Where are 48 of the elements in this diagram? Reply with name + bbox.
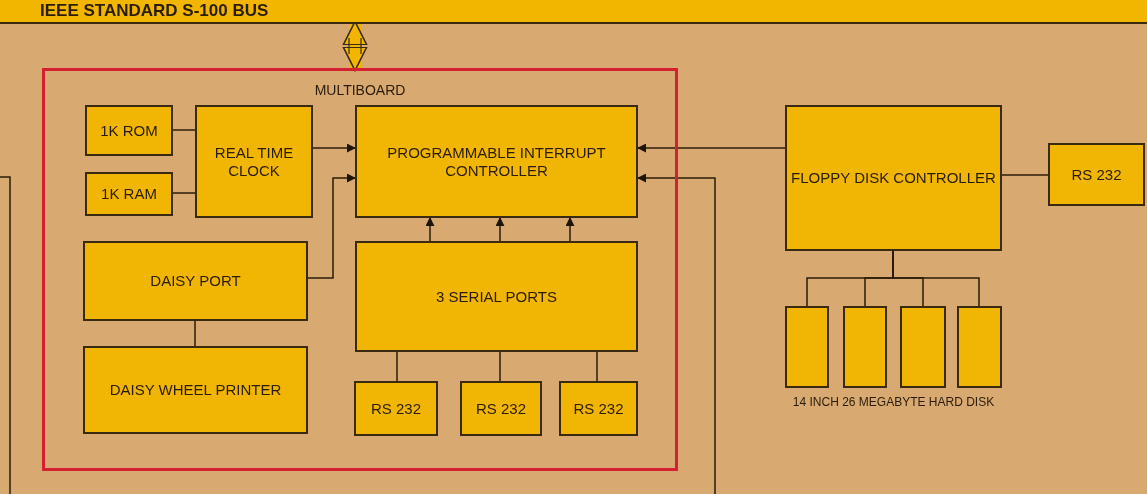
block-label: 1K ROM — [99, 121, 159, 140]
block-label: REAL TIME CLOCK — [213, 144, 295, 179]
block-label: RS 232 — [474, 399, 527, 418]
arrow — [637, 173, 716, 494]
block-box — [1048, 143, 1145, 206]
drive-box — [843, 306, 887, 388]
block-label: 3 SERIAL PORTS — [435, 287, 558, 306]
arrow — [637, 143, 786, 153]
bus-title: IEEE STANDARD S-100 BUS — [39, 1, 270, 21]
connector-line — [396, 351, 398, 382]
arrow — [565, 217, 575, 242]
block-label: DAISY WHEEL PRINTER — [108, 381, 283, 399]
arrow — [312, 143, 356, 153]
block-box — [83, 346, 308, 434]
arrow — [307, 173, 356, 279]
bus-band — [0, 0, 1147, 24]
block-label: DAISY PORT — [149, 272, 242, 290]
board-frame — [42, 68, 678, 471]
block-label: 1K RAM — [100, 185, 158, 203]
connector-line — [892, 250, 980, 307]
connector-line — [1001, 174, 1049, 176]
block-box — [785, 105, 1002, 251]
arrow — [425, 217, 435, 242]
board-title: MULTIBOARD — [313, 82, 407, 99]
block-box — [85, 105, 173, 156]
connector-line — [172, 129, 196, 131]
block-box — [195, 105, 313, 218]
block-label: FLOPPY DISK CONTROLLER — [790, 169, 997, 187]
block-box — [355, 241, 638, 352]
block-label: RS 232 — [572, 399, 625, 418]
block-box — [85, 172, 173, 216]
block-box — [355, 105, 638, 218]
arrow — [495, 217, 505, 242]
block-label: RS 232 — [369, 399, 422, 418]
block-label: RS 232 — [1070, 165, 1123, 184]
caption-text: 14 INCH 26 MEGABYTE HARD DISK — [791, 396, 996, 410]
connector-line — [596, 351, 598, 382]
block-box — [354, 381, 438, 436]
connector-line — [172, 192, 196, 194]
connector-line — [194, 320, 196, 347]
drive-box — [900, 306, 946, 388]
drive-box — [957, 306, 1002, 388]
block-box — [460, 381, 542, 436]
block-box — [83, 241, 308, 321]
block-box — [559, 381, 638, 436]
connector-line — [499, 351, 501, 382]
block-label: PROGRAMMABLE INTERRUPT CONTROLLER — [386, 144, 607, 179]
drive-box — [785, 306, 829, 388]
